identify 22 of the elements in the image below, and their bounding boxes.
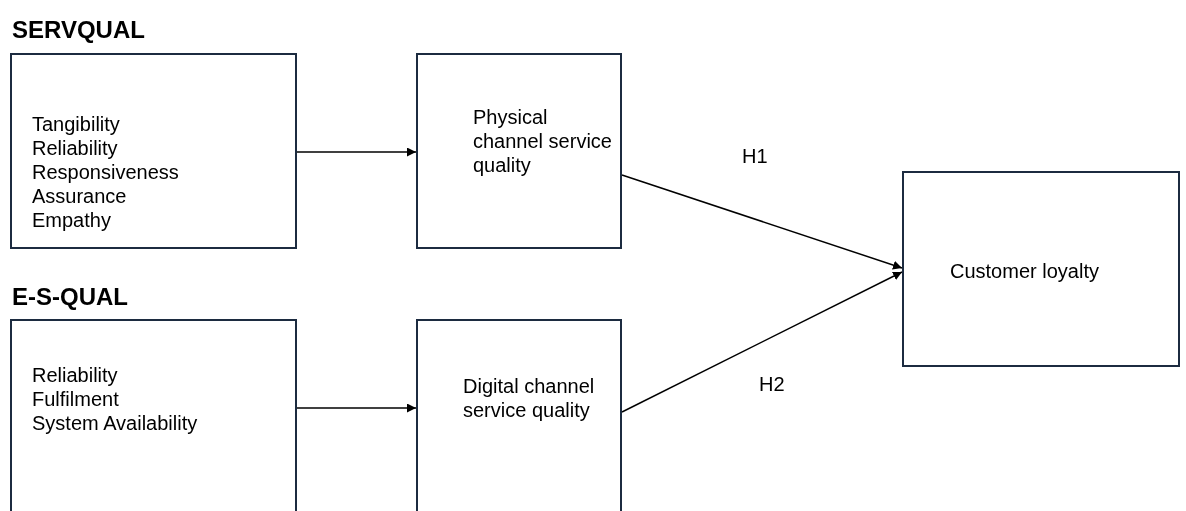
dimension-label: Reliability (32, 363, 119, 387)
dimension-label: Fulfilment (32, 387, 120, 411)
arrow (296, 147, 417, 157)
dimension-label: Empathy (32, 208, 112, 232)
dimension-box (10, 319, 297, 511)
construct-box (416, 319, 622, 511)
construct-label: Customer loyalty (950, 259, 1100, 283)
arrow (621, 271, 903, 413)
dimension-label: System Availability (32, 411, 198, 435)
arrow (296, 403, 417, 413)
construct-label: Physical channel service quality (473, 105, 613, 177)
dimension-label: Assurance (32, 184, 128, 208)
arrow (621, 174, 903, 270)
dimension-label: Tangibility (32, 112, 121, 136)
dimension-box (10, 53, 297, 249)
dimension-label: Reliability (32, 136, 119, 160)
group-heading: SERVQUAL (12, 16, 145, 44)
group-heading: E-S-QUAL (12, 283, 128, 311)
outcome-box (902, 171, 1180, 367)
construct-box (416, 53, 622, 249)
dimension-label: Responsiveness (32, 160, 179, 184)
construct-label: Digital channel service quality (463, 374, 596, 422)
